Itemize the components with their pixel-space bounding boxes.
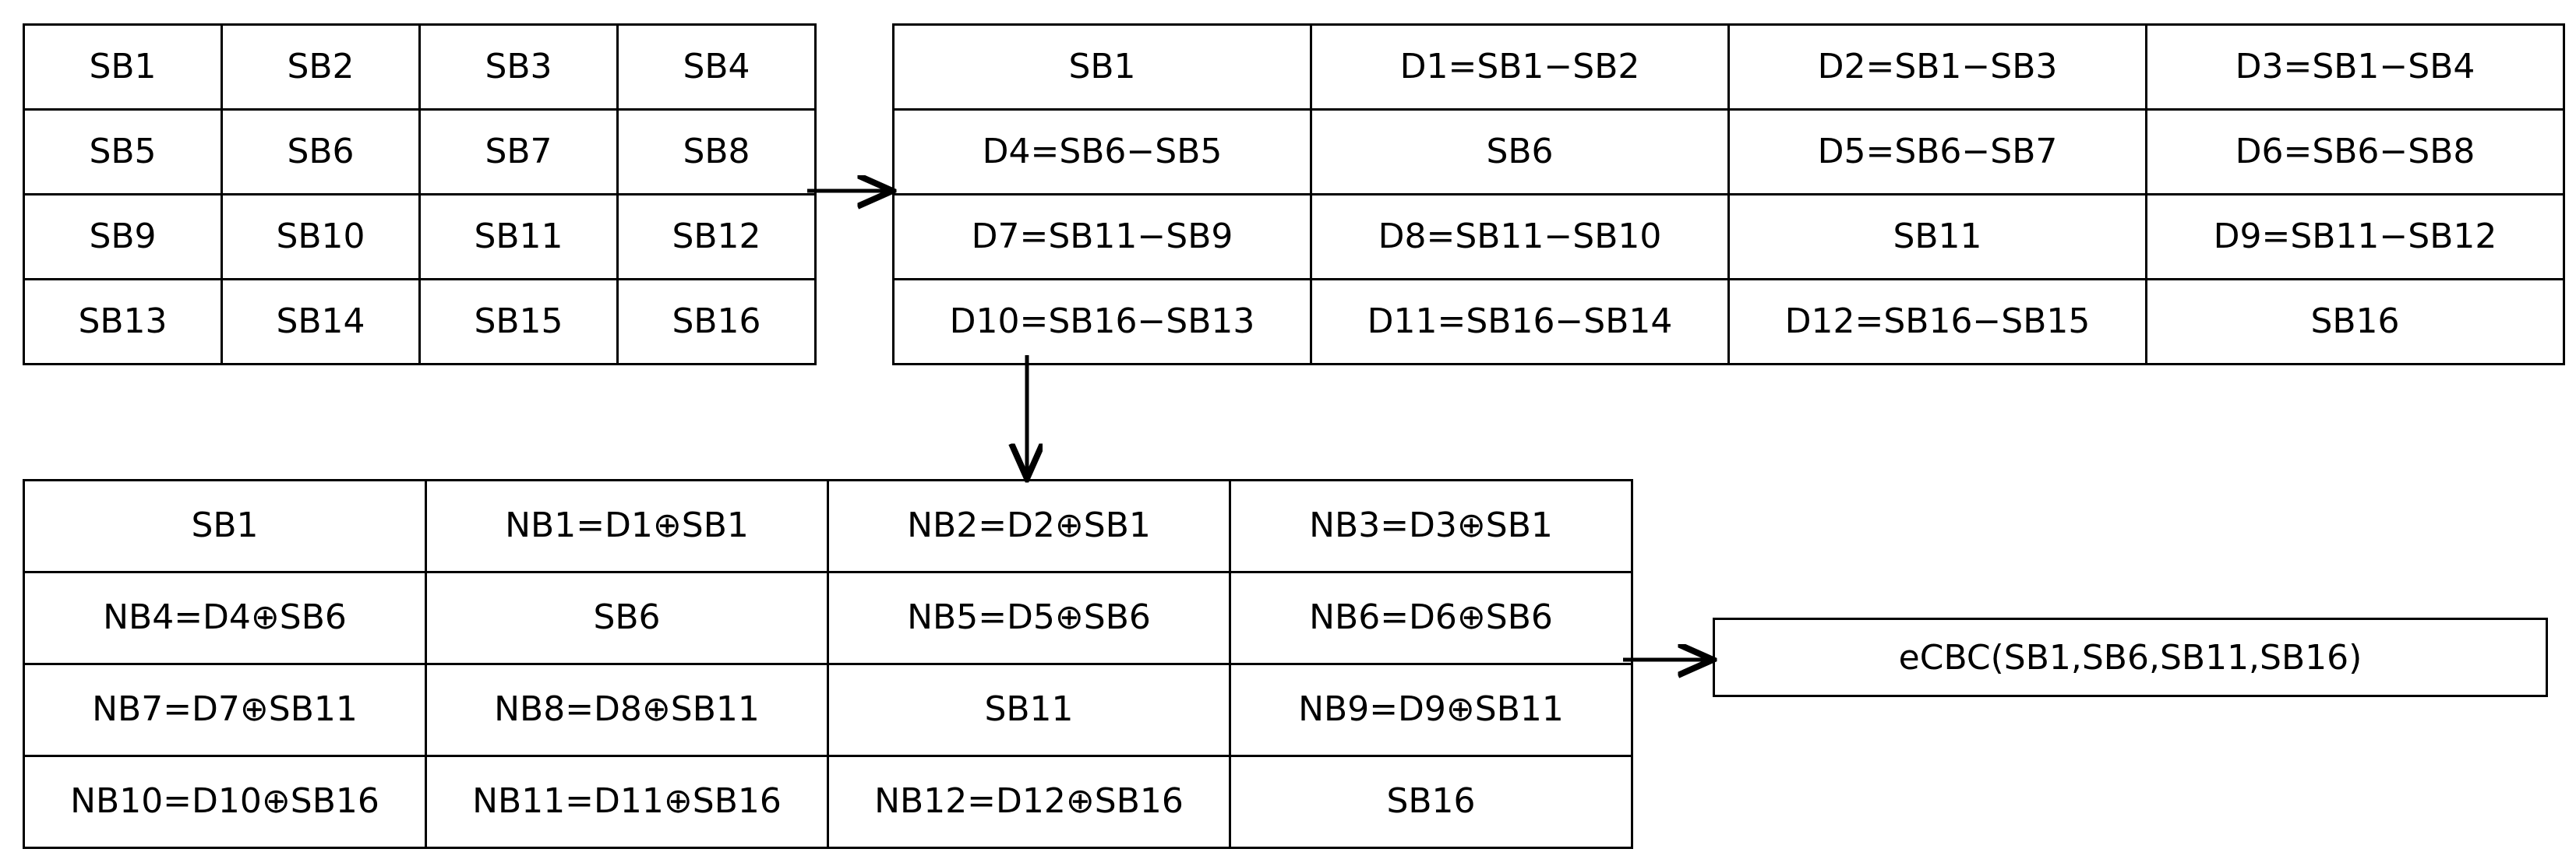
cell-diff-r2c1: D4=SB6−SB5 [892,108,1312,195]
cell-diff-r4c2: D11=SB16−SB14 [1310,278,1730,365]
table-row: NB7=D7⊕SB11 NB8=D8⊕SB11 SB11 NB9=D9⊕SB11 [23,663,1633,757]
cell-nb-r4c2: NB11=D11⊕SB16 [425,755,829,849]
cell-nb-r4c1: NB10=D10⊕SB16 [23,755,427,849]
ecbc-output-label: eCBC(SB1,SB6,SB11,SB16) [1898,637,2363,678]
cell-sb9: SB9 [23,193,223,280]
cell-sb12: SB12 [616,193,817,280]
cell-diff-r3c4: D9=SB11−SB12 [2145,193,2565,280]
cell-diff-r1c1: SB1 [892,23,1312,111]
table-row: NB4=D4⊕SB6 SB6 NB5=D5⊕SB6 NB6=D6⊕SB6 [23,571,1633,665]
cell-sb11: SB11 [418,193,619,280]
table-row: SB1 D1=SB1−SB2 D2=SB1−SB3 D3=SB1−SB4 [892,23,2565,111]
cell-nb-r2c4: NB6=D6⊕SB6 [1229,571,1633,665]
cell-sb16: SB16 [616,278,817,365]
cell-nb-r1c2: NB1=D1⊕SB1 [425,479,829,573]
cell-nb-r1c1: SB1 [23,479,427,573]
table-row: D10=SB16−SB13 D11=SB16−SB14 D12=SB16−SB1… [892,278,2565,365]
table-row: NB10=D10⊕SB16 NB11=D11⊕SB16 NB12=D12⊕SB1… [23,755,1633,849]
cell-diff-r3c1: D7=SB11−SB9 [892,193,1312,280]
cell-sb2: SB2 [221,23,421,111]
cell-sb4: SB4 [616,23,817,111]
cell-diff-r2c2: SB6 [1310,108,1730,195]
table-row: SB1 SB2 SB3 SB4 [23,23,817,111]
cell-diff-r3c3: SB11 [1727,193,2147,280]
cell-nb-r1c4: NB3=D3⊕SB1 [1229,479,1633,573]
new-block-grid: SB1 NB1=D1⊕SB1 NB2=D2⊕SB1 NB3=D3⊕SB1 NB4… [23,479,1633,849]
cell-sb10: SB10 [221,193,421,280]
cell-diff-r3c2: D8=SB11−SB10 [1310,193,1730,280]
cell-nb-r4c4: SB16 [1229,755,1633,849]
ecbc-output-box: eCBC(SB1,SB6,SB11,SB16) [1713,618,2548,697]
cell-diff-r1c3: D2=SB1−SB3 [1727,23,2147,111]
cell-sb3: SB3 [418,23,619,111]
table-row: SB1 NB1=D1⊕SB1 NB2=D2⊕SB1 NB3=D3⊕SB1 [23,479,1633,573]
cell-nb-r3c1: NB7=D7⊕SB11 [23,663,427,757]
cell-nb-r2c2: SB6 [425,571,829,665]
cell-nb-r2c3: NB5=D5⊕SB6 [827,571,1231,665]
difference-block-grid: SB1 D1=SB1−SB2 D2=SB1−SB3 D3=SB1−SB4 D4=… [892,23,2565,365]
cell-sb13: SB13 [23,278,223,365]
table-row: D7=SB11−SB9 D8=SB11−SB10 SB11 D9=SB11−SB… [892,193,2565,280]
cell-sb7: SB7 [418,108,619,195]
cell-nb-r1c3: NB2=D2⊕SB1 [827,479,1231,573]
cell-sb8: SB8 [616,108,817,195]
cell-diff-r4c4: SB16 [2145,278,2565,365]
cell-sb5: SB5 [23,108,223,195]
cell-sb14: SB14 [221,278,421,365]
cell-diff-r4c3: D12=SB16−SB15 [1727,278,2147,365]
cell-diff-r1c4: D3=SB1−SB4 [2145,23,2565,111]
cell-diff-r1c2: D1=SB1−SB2 [1310,23,1730,111]
table-row: D4=SB6−SB5 SB6 D5=SB6−SB7 D6=SB6−SB8 [892,108,2565,195]
source-block-grid: SB1 SB2 SB3 SB4 SB5 SB6 SB7 SB8 SB9 SB10… [23,23,817,365]
cell-nb-r3c4: NB9=D9⊕SB11 [1229,663,1633,757]
table-row: SB9 SB10 SB11 SB12 [23,193,817,280]
cell-sb15: SB15 [418,278,619,365]
cell-nb-r3c2: NB8=D8⊕SB11 [425,663,829,757]
table-row: SB5 SB6 SB7 SB8 [23,108,817,195]
cell-sb1: SB1 [23,23,223,111]
cell-nb-r2c1: NB4=D4⊕SB6 [23,571,427,665]
cell-nb-r3c3: SB11 [827,663,1231,757]
table-row: SB13 SB14 SB15 SB16 [23,278,817,365]
cell-diff-r4c1: D10=SB16−SB13 [892,278,1312,365]
cell-sb6: SB6 [221,108,421,195]
cell-diff-r2c3: D5=SB6−SB7 [1727,108,2147,195]
cell-nb-r4c3: NB12=D12⊕SB16 [827,755,1231,849]
cell-diff-r2c4: D6=SB6−SB8 [2145,108,2565,195]
